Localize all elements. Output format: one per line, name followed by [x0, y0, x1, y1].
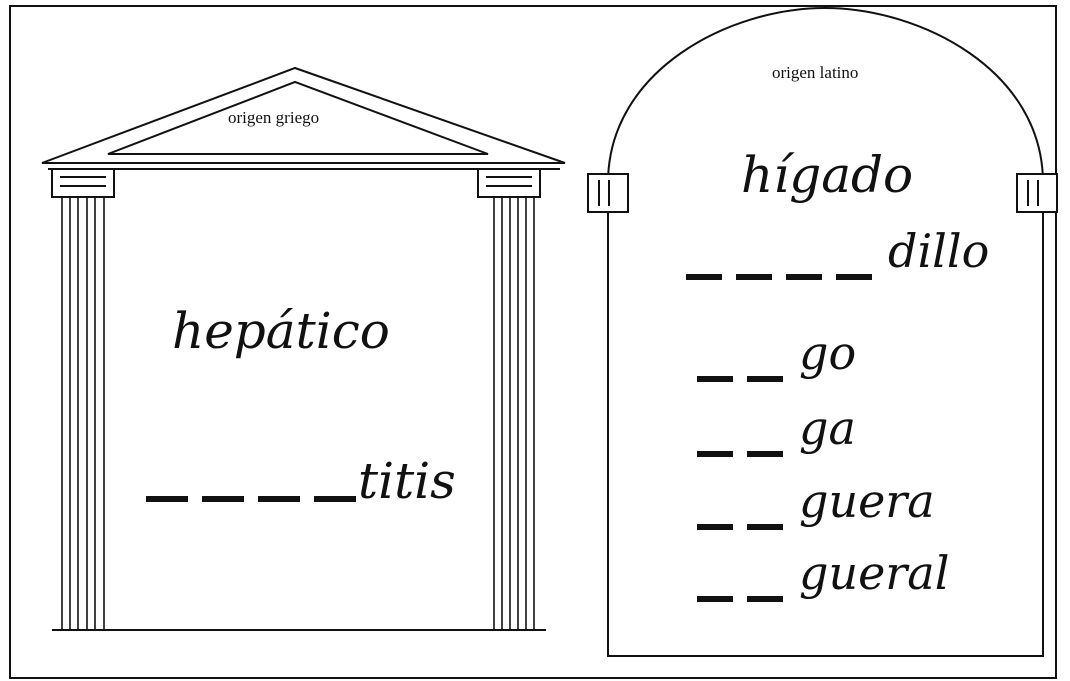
blank-dash [786, 274, 822, 280]
greek-word: hepático [172, 302, 390, 360]
latin-suffix: gueral [799, 546, 950, 600]
blank-dash [697, 524, 733, 530]
blank-dash [146, 496, 188, 502]
latin-exercise-row: ga [697, 405, 1057, 465]
latin-suffix: dillo [888, 224, 990, 278]
blank-dash [736, 274, 772, 280]
blank-dash [697, 451, 733, 457]
latin-word: hígado [741, 146, 914, 204]
arch-outline [607, 6, 1044, 657]
greek-origin-label: origen griego [228, 108, 320, 127]
blank-dash [202, 496, 244, 502]
greek-suffix: titis [358, 452, 456, 510]
right-capital [477, 168, 541, 198]
latin-exercise-row: dillo [686, 228, 1046, 288]
blank-dash [258, 496, 300, 502]
latin-suffix: guera [799, 474, 935, 528]
latin-arch-icon [587, 6, 1058, 657]
latin-exercise-row: guera [697, 478, 1057, 538]
blank-dash [314, 496, 356, 502]
blank-slots[interactable] [697, 596, 783, 602]
blank-slots[interactable] [697, 376, 783, 382]
latin-suffix: go [799, 326, 857, 380]
blank-dash [697, 376, 733, 382]
blank-dash [697, 596, 733, 602]
greek-temple-icon [41, 66, 566, 631]
blank-slots[interactable] [686, 274, 872, 280]
latin-origin-label: origen latino [772, 63, 859, 82]
blank-dash [747, 451, 783, 457]
blank-dash [747, 376, 783, 382]
right-column [493, 197, 535, 630]
blank-dash [836, 274, 872, 280]
latin-exercise-row: go [697, 330, 1057, 390]
temple-pediment-inner [107, 80, 489, 155]
worksheet-frame [9, 5, 1057, 679]
left-column [61, 197, 105, 630]
greek-exercise-row: titis [146, 456, 486, 512]
blank-slots[interactable] [697, 524, 783, 530]
blank-dash [747, 596, 783, 602]
blank-slots[interactable] [697, 451, 783, 457]
blank-dash [686, 274, 722, 280]
latin-exercise-row: gueral [697, 550, 1057, 610]
blank-slots[interactable] [146, 496, 356, 502]
blank-dash [747, 524, 783, 530]
latin-suffix: ga [799, 401, 856, 455]
left-capital [51, 168, 115, 198]
